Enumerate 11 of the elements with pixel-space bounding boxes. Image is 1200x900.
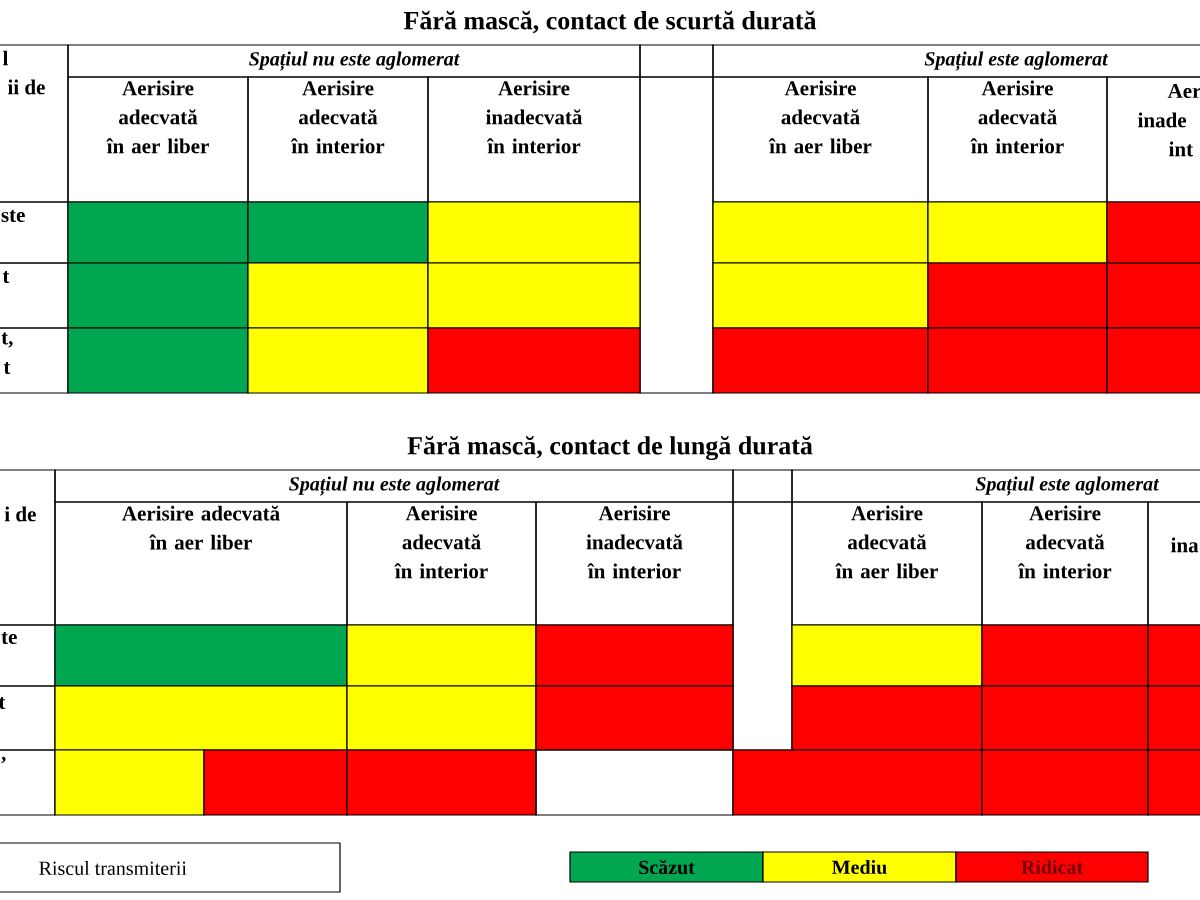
group-header-cell: Spațiul este aglomerat (712, 44, 1200, 78)
table-title: Fără mască, contact de lungă durată (407, 436, 813, 460)
group-header-cell: Spațiul este aglomerat (791, 469, 1200, 503)
group-header-cell: Spațiul nu este aglomerat (54, 469, 734, 503)
header-cell: ina (1147, 501, 1200, 626)
table-title: Fără mască, contact de scurtă durată (403, 10, 817, 34)
header-cell: Aer inade int (1106, 76, 1200, 203)
header-cell: l ii de (0, 44, 69, 203)
legend-title-box: Riscul transmiterii (0, 842, 341, 893)
group-header-cell: Spațiul nu este aglomerat (67, 44, 641, 78)
header-cell: i de (0, 469, 56, 626)
